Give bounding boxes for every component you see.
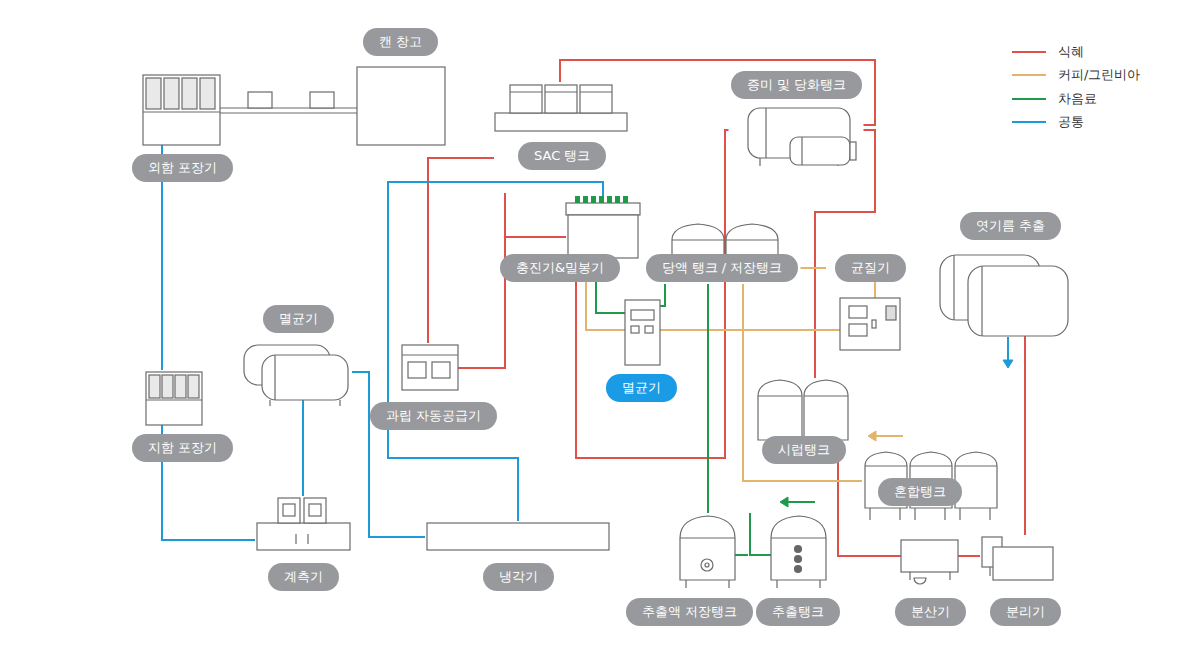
legend-text: 식혜 — [1058, 43, 1084, 61]
equipment-label: 분산기 — [895, 598, 966, 626]
pipe-line — [499, 193, 506, 368]
equipment-label: 멸균기 — [606, 374, 677, 402]
equipment-node: 엿기름 추출 — [936, 210, 1070, 336]
legend-text: 커피/그린비아 — [1058, 66, 1140, 84]
equipment-node: 분산기 — [888, 538, 972, 628]
pipe-line — [801, 267, 827, 269]
pipe-line — [664, 284, 666, 298]
equipment-node: 계측기 — [255, 496, 352, 593]
equipment-label: 혼합탱크 — [878, 478, 962, 506]
legend-line — [1012, 98, 1046, 100]
equipment-node: 추출탱크 — [754, 513, 842, 628]
equipment-node: 증미 및 당화탱크 — [729, 69, 864, 167]
flow-arrow — [780, 337, 1013, 507]
equipment-node: 당액 탱크 / 저장탱크 — [644, 222, 801, 284]
pipe-line — [707, 284, 709, 513]
pipe-line — [576, 130, 729, 458]
equipment-label: 엿기름 추출 — [960, 212, 1061, 240]
pipe-line — [596, 284, 604, 313]
equipment-node: 멸균기 — [604, 298, 689, 404]
legend: 식혜커피/그린비아차음료공통 — [1012, 40, 1140, 134]
legend-item: 커피/그린비아 — [1012, 64, 1140, 88]
equipment-label: 냉각기 — [483, 563, 554, 591]
legend-line — [1012, 121, 1046, 123]
equipment-node: 시럽탱크 — [756, 378, 850, 466]
equipment-node: 외함 포장기 — [130, 72, 235, 184]
legend-text: 차음료 — [1058, 90, 1097, 108]
equipment-label: 계측기 — [268, 563, 339, 591]
equipment-label: 당액 탱크 / 저장탱크 — [646, 254, 799, 282]
equipment-label: 추출탱크 — [756, 598, 840, 626]
equipment-label: 멸균기 — [263, 305, 334, 333]
equipment-node: 과립 자동공급기 — [368, 343, 499, 432]
legend-item: 식혜 — [1012, 40, 1140, 64]
equipment-node: 캔 창고 — [355, 26, 447, 148]
equipment-label: 과립 자동공급기 — [370, 402, 497, 430]
pipe-line — [586, 284, 604, 330]
pipe-line — [302, 407, 304, 496]
equipment-label: 분리기 — [990, 598, 1061, 626]
equipment-label: 증미 및 당화탱크 — [731, 71, 862, 99]
equipment-label: 외함 포장기 — [132, 154, 233, 182]
legend-text: 공통 — [1058, 113, 1084, 131]
equipment-node: 충진기&밀봉기 — [498, 193, 642, 284]
equipment-node: 추출액 저장탱크 — [624, 513, 755, 628]
pipe-stub — [162, 144, 976, 556]
legend-item: 공통 — [1012, 111, 1140, 135]
equipment-node: 지함 포장기 — [130, 370, 235, 464]
equipment-label: 지함 포장기 — [132, 434, 233, 462]
equipment-node: 멸균기 — [240, 303, 352, 407]
pipe-line — [161, 184, 163, 370]
equipment-label: 캔 창고 — [363, 28, 438, 56]
pipe-line — [162, 464, 255, 540]
equipment-node: 혼합탱크 — [862, 448, 1000, 523]
equipment-node: 균질기 — [826, 252, 908, 354]
equipment-node: SAC 탱크 — [494, 82, 628, 172]
equipment-label: 추출액 저장탱크 — [626, 598, 753, 626]
equipment-node: 분리기 — [980, 535, 1067, 628]
equipment-label: 시럽탱크 — [762, 436, 846, 464]
equipment-label: 균질기 — [835, 254, 906, 282]
legend-line — [1012, 74, 1046, 76]
legend-line — [1012, 51, 1046, 53]
equipment-label: SAC 탱크 — [518, 142, 606, 170]
equipment-label: 충진기&밀봉기 — [500, 254, 620, 282]
pipe-line — [1024, 336, 1026, 535]
equipment-node: 냉각기 — [425, 521, 611, 593]
pipe-line — [750, 513, 754, 555]
legend-item: 차음료 — [1012, 87, 1140, 111]
pipe-line — [428, 158, 494, 343]
